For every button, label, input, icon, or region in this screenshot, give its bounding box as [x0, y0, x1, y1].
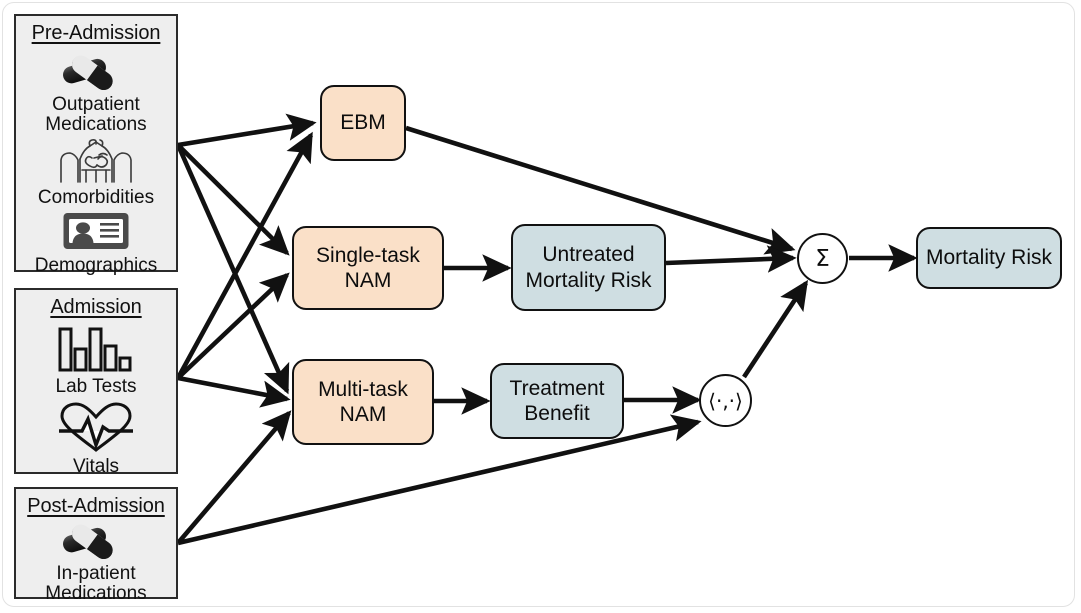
node-treatment-benefit[interactable]: Treatment Benefit — [490, 363, 624, 439]
group-entry-outpatient-medications: Outpatient Medications — [16, 49, 176, 135]
node-mortality-risk-label: Mortality Risk — [925, 246, 1052, 270]
group-entry-lab-tests: Lab Tests — [16, 325, 176, 397]
group-entry-inpatient-medications: In-patient Medications — [16, 518, 176, 604]
group-panel-admission: Admission Lab Tests — [14, 288, 178, 477]
edge-postadmission-to-innerproduct — [177, 414, 702, 546]
edge-untreated-to-summation — [665, 245, 797, 273]
group-entry-comorbidities: Comorbidities — [16, 138, 176, 208]
inner-product-operator[interactable]: ⟨·,·⟩ — [699, 374, 752, 427]
entry-label-outpatient-medications: Outpatient Medications — [45, 94, 147, 136]
node-treatment-benefit-label: Treatment Benefit — [509, 376, 605, 425]
heart-pulse-icon — [55, 401, 137, 458]
entry-label-inpatient-medications: In-patient Medications — [45, 563, 147, 605]
summation-operator[interactable]: Σ — [797, 233, 848, 284]
node-multi-task-nam[interactable]: Multi-task NAM — [292, 359, 434, 445]
node-single-task-nam-label: Single-task NAM — [316, 243, 420, 292]
edge-preadmission-to-multitask — [175, 144, 290, 395]
bar-chart-icon — [54, 325, 138, 378]
group-entry-vitals: Vitals — [16, 401, 176, 477]
node-multi-task-nam-label: Multi-task NAM — [318, 377, 408, 426]
edge-preadmission-to-ebm — [177, 113, 317, 148]
node-untreated-mortality-risk-label: Untreated Mortality Risk — [525, 243, 652, 292]
node-mortality-risk[interactable]: Mortality Risk — [916, 227, 1062, 289]
entry-label-demographics: Demographics — [34, 255, 158, 277]
edge-admission-to-ebm — [175, 131, 314, 380]
node-ebm-label: EBM — [340, 111, 386, 135]
group-panel-pre-admission: Pre-Admission — [14, 14, 178, 276]
edge-innerproduct-to-summation — [742, 279, 809, 379]
group-panel-post-admission: Post-Admission In-patient Medications — [14, 487, 178, 604]
pills-icon — [57, 518, 135, 565]
entry-label-lab-tests: Lab Tests — [55, 376, 137, 397]
summation-symbol: Σ — [815, 245, 830, 272]
node-single-task-nam[interactable]: Single-task NAM — [292, 226, 444, 310]
edge-admission-to-multitask — [177, 375, 291, 408]
body-heart-icon — [50, 138, 142, 189]
edge-preadmission-to-singletask — [176, 143, 290, 256]
entry-label-comorbidities: Comorbidities — [37, 187, 155, 209]
edge-admission-to-singletask — [176, 272, 290, 380]
inner-product-symbol: ⟨·,·⟩ — [708, 388, 743, 413]
group-title-pre-admission: Pre-Admission — [31, 22, 161, 44]
group-entry-demographics: Demographics — [16, 210, 176, 276]
edge-ebm-to-summation — [405, 125, 796, 255]
group-title-admission: Admission — [50, 296, 142, 318]
edge-postadmission-to-multitask — [176, 410, 292, 545]
node-untreated-mortality-risk[interactable]: Untreated Mortality Risk — [511, 224, 666, 311]
id-card-icon — [62, 210, 130, 257]
entry-label-vitals: Vitals — [72, 456, 120, 478]
group-title-post-admission: Post-Admission — [27, 495, 165, 517]
pills-icon — [57, 49, 135, 96]
node-ebm[interactable]: EBM — [320, 85, 406, 161]
